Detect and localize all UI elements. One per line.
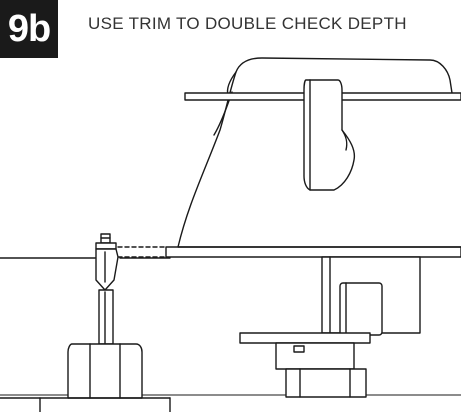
depth-reference-line	[117, 246, 167, 258]
collet-nut	[0, 343, 171, 412]
instruction-caption: USE TRIM TO DOUBLE CHECK DEPTH	[88, 14, 407, 33]
router-bit	[95, 233, 119, 345]
base-plate	[165, 246, 461, 258]
adjustment-knob	[303, 79, 356, 191]
step-number-badge: 9b	[0, 0, 58, 58]
guide-assembly	[239, 256, 421, 398]
